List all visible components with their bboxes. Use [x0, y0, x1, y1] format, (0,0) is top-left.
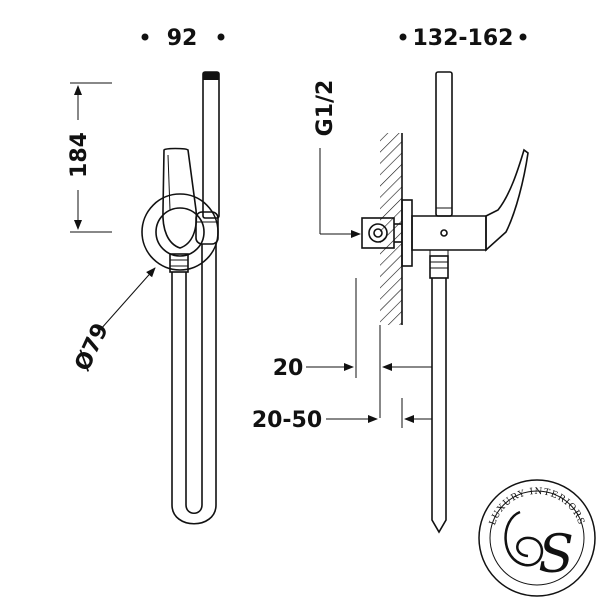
adjust-label: 20-50 [252, 408, 322, 433]
height-label: 184 [67, 132, 92, 178]
diameter-dimension: Ø79 [70, 267, 156, 375]
brand-logo: LUXURY INTERIORS S [478, 479, 596, 597]
adjust-dimension: 20-50 [252, 398, 432, 433]
depth-label: 132-162 [413, 26, 514, 51]
logo-monogram: S [538, 525, 574, 585]
wall-offset-dimension: 20 [273, 278, 432, 418]
depth-dimension: 132-162 [399, 26, 527, 51]
height-dimension: 184 [67, 82, 112, 233]
wall-section [380, 133, 403, 325]
width-dimension: 92 [141, 26, 225, 51]
mixer-front-view [141, 71, 220, 525]
width-label: 92 [167, 26, 198, 51]
thread-label: G1/2 [313, 80, 338, 137]
diameter-label: Ø79 [70, 320, 114, 375]
thread-dimension: G1/2 [313, 80, 361, 238]
mixer-side-view [361, 71, 529, 534]
wall-offset-label: 20 [273, 356, 304, 381]
